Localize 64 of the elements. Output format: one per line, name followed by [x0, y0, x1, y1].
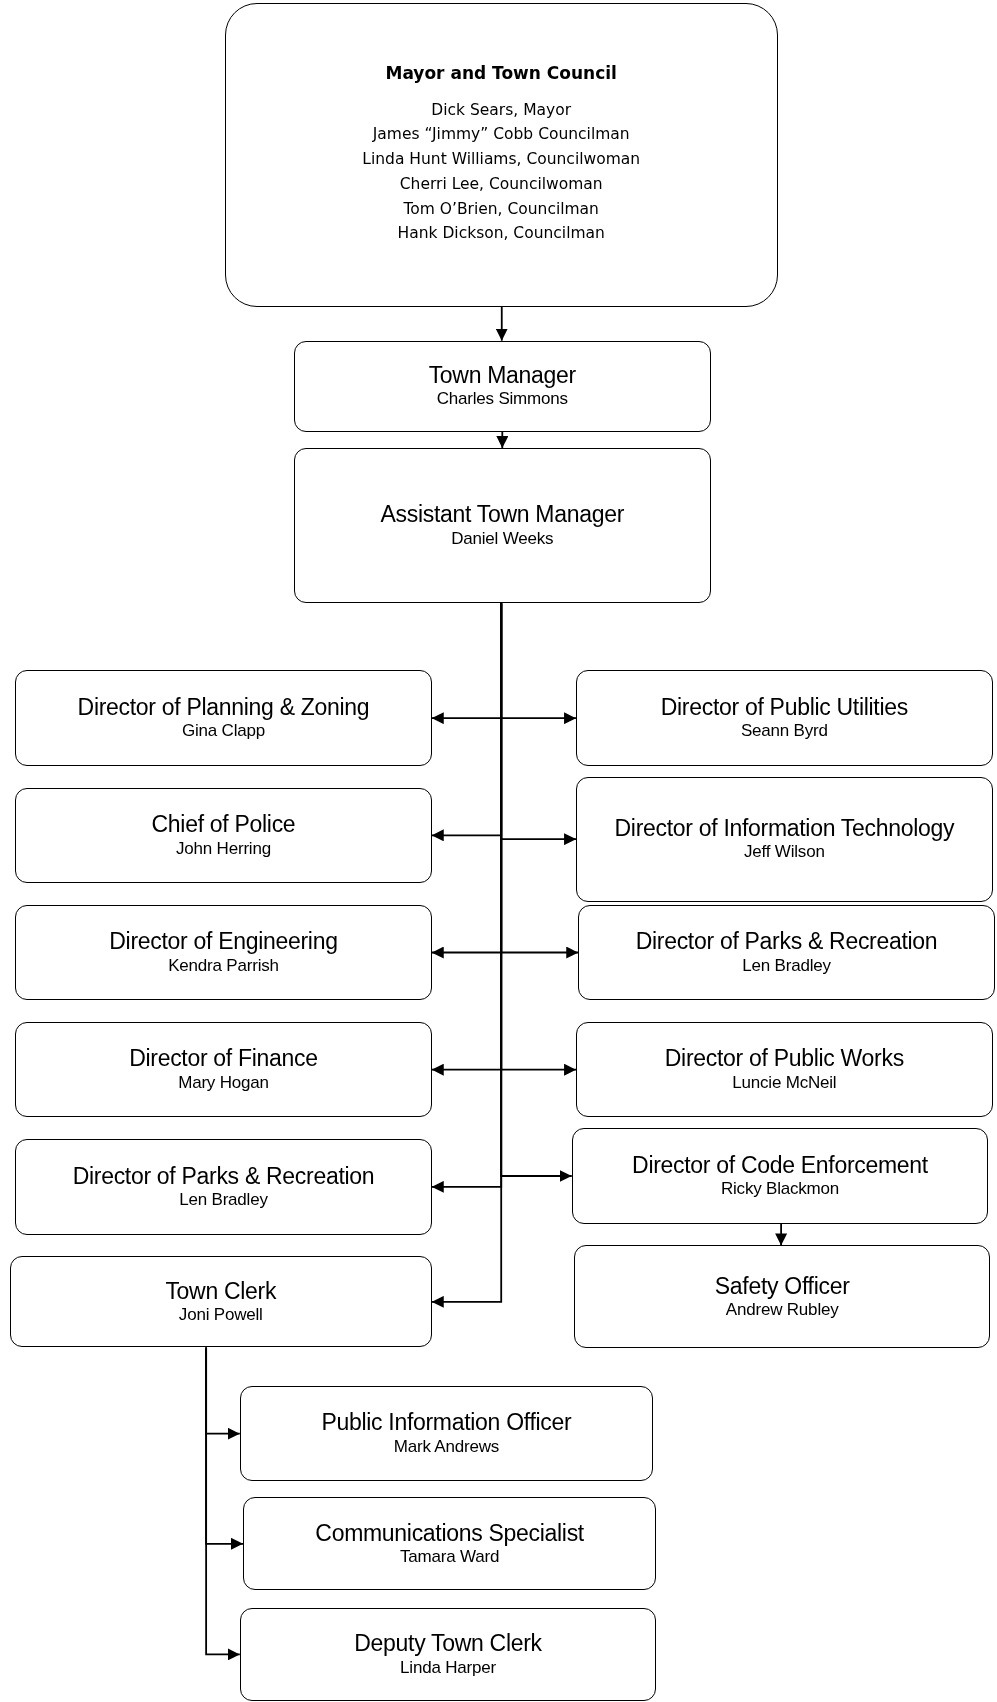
- org-box: [15, 1021, 432, 1118]
- arrow: [205, 1346, 241, 1661]
- job-title: Director of Public Works: [664, 1045, 904, 1072]
- org-box: [294, 448, 711, 604]
- person-name: Kendra Parrish: [168, 954, 279, 977]
- job-title: Director of Engineering: [109, 928, 338, 955]
- person-name: Luncie McNeil: [732, 1071, 837, 1094]
- person-name: Mark Andrews: [393, 1435, 500, 1458]
- org-box: [576, 670, 993, 766]
- member-name: Dick Sears, Mayor: [431, 99, 572, 121]
- job-title: Director of Information Technology: [614, 814, 955, 842]
- job-title: Director of Public Utilities: [660, 693, 908, 721]
- person-name: Andrew Rubley: [725, 1299, 839, 1322]
- org-box: [571, 1128, 989, 1224]
- person-name: Linda Harper: [400, 1656, 496, 1679]
- org-box: [578, 904, 995, 1001]
- arrow: [496, 430, 509, 449]
- org-box: [573, 1245, 991, 1349]
- job-title: Director of Finance: [129, 1045, 318, 1072]
- job-title: Director of Parks & Recreation: [72, 1162, 375, 1189]
- job-title: Assistant Town Manager: [380, 501, 625, 528]
- job-title: Public Information Officer: [321, 1409, 572, 1436]
- person-name: Ricky Blackmon: [720, 1178, 840, 1201]
- org-box: [224, 3, 778, 307]
- org-box: [15, 904, 432, 1001]
- org-box: [243, 1497, 657, 1591]
- member-name: Tom O’Brien, Councilman: [403, 198, 599, 220]
- member-name: Cherri Lee, Councilwoman: [399, 173, 603, 195]
- org-box: [576, 1021, 993, 1118]
- job-title: Safety Officer: [714, 1272, 850, 1300]
- job-title: Director of Planning & Zoning: [77, 693, 370, 721]
- org-box: [15, 1139, 432, 1235]
- person-name: Len Bradley: [742, 954, 831, 977]
- person-name: Daniel Weeks: [451, 527, 554, 550]
- org-box: [15, 787, 432, 884]
- person-name: Gina Clapp: [181, 720, 265, 743]
- job-title: Town Manager: [428, 361, 576, 389]
- box-heading: Mayor and Town Council: [385, 63, 617, 84]
- job-title: Deputy Town Clerk: [354, 1630, 542, 1657]
- person-name: Charles Simmons: [436, 388, 568, 411]
- arrow: [430, 602, 503, 1308]
- org-box: [15, 670, 432, 766]
- member-name: Hank Dickson, Councilman: [397, 223, 605, 245]
- person-name: Jeff Wilson: [744, 841, 825, 864]
- person-name: Len Bradley: [179, 1189, 268, 1211]
- arrow: [775, 1222, 788, 1247]
- org-box: [294, 340, 711, 432]
- job-title: Director of Code Enforcement: [632, 1151, 928, 1179]
- job-title: Chief of Police: [151, 811, 296, 838]
- job-title: Director of Parks & Recreation: [635, 928, 938, 955]
- job-title: Communications Specialist: [315, 1519, 584, 1546]
- arrow: [495, 306, 508, 342]
- org-box: [9, 1256, 432, 1348]
- person-name: John Herring: [176, 837, 271, 860]
- org-box: [239, 1607, 657, 1702]
- person-name: Mary Hogan: [178, 1071, 269, 1094]
- person-name: Joni Powell: [178, 1304, 263, 1326]
- org-box: [576, 776, 993, 902]
- member-name: Linda Hunt Williams, Councilwoman: [362, 149, 641, 171]
- member-name: James “Jimmy” Cobb Councilman: [372, 124, 630, 146]
- job-title: Town Clerk: [165, 1277, 277, 1304]
- person-name: Seann Byrd: [740, 720, 828, 743]
- org-box: [239, 1386, 654, 1481]
- person-name: Tamara Ward: [400, 1546, 500, 1568]
